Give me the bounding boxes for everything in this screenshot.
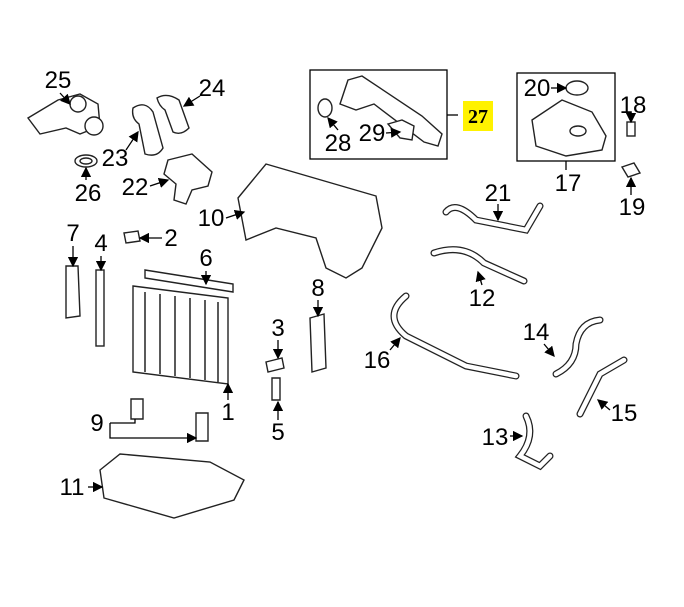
callout-17[interactable]: 17 [555, 170, 582, 197]
part-11-air-deflector[interactable] [99, 453, 245, 519]
part-14-hose[interactable] [552, 316, 604, 378]
part-22-outlet[interactable] [163, 153, 213, 205]
callout-6[interactable]: 6 [199, 245, 212, 272]
callout-26[interactable]: 26 [75, 180, 102, 207]
callout-labels: 25 24 23 26 22 2 10 7 4 6 8 3 5 1 9 11 2… [45, 67, 647, 501]
callout-3[interactable]: 3 [271, 315, 284, 342]
part-13-hose[interactable] [514, 412, 554, 471]
part-23-hose[interactable] [131, 104, 164, 156]
svg-text:27: 27 [468, 106, 488, 128]
part-26-seal[interactable] [74, 154, 98, 168]
part-16-hose[interactable] [390, 292, 520, 380]
part-28-cap[interactable] [317, 98, 333, 118]
callout-9[interactable]: 9 [90, 410, 103, 437]
part-4-seal[interactable] [95, 269, 105, 347]
part-12-hose[interactable] [430, 246, 528, 285]
part-21-hose[interactable] [442, 202, 544, 234]
callout-22[interactable]: 22 [122, 174, 149, 201]
callout-5[interactable]: 5 [271, 419, 284, 446]
callout-13[interactable]: 13 [482, 424, 509, 451]
part-7-seal[interactable] [65, 265, 81, 319]
callout-23[interactable]: 23 [102, 145, 129, 172]
part-2-bracket[interactable] [123, 230, 141, 244]
callout-27-highlight[interactable]: 27 [463, 101, 493, 131]
part-27-pipe[interactable] [339, 75, 443, 147]
callout-7[interactable]: 7 [66, 220, 79, 247]
part-1-radiator[interactable] [132, 285, 229, 385]
callout-16[interactable]: 16 [364, 347, 391, 374]
callout-29[interactable]: 29 [359, 120, 386, 147]
part-10-support[interactable] [237, 163, 383, 279]
part-24-hose[interactable] [156, 94, 190, 135]
callout-2[interactable]: 2 [164, 225, 177, 252]
part-19-clip[interactable] [620, 162, 642, 178]
callout-10[interactable]: 10 [198, 205, 225, 232]
callout-12[interactable]: 12 [469, 285, 496, 312]
part-17-reservoir[interactable] [531, 99, 607, 157]
callout-19[interactable]: 19 [619, 194, 646, 221]
callout-24[interactable]: 24 [199, 75, 226, 102]
callout-15[interactable]: 15 [611, 400, 638, 427]
callout-4[interactable]: 4 [94, 230, 107, 257]
callout-1[interactable]: 1 [221, 399, 234, 426]
leader-lines [59, 82, 637, 493]
callout-11[interactable]: 11 [60, 474, 85, 501]
callout-21[interactable]: 21 [485, 180, 512, 207]
part-9-brackets[interactable] [130, 398, 209, 442]
callout-8[interactable]: 8 [311, 275, 324, 302]
part-5-sensor[interactable] [271, 377, 281, 401]
part-3-bracket[interactable] [265, 357, 285, 373]
part-8-deflector[interactable] [309, 313, 327, 373]
part-18-bolt[interactable] [626, 121, 636, 137]
callout-14[interactable]: 14 [523, 319, 550, 346]
part-25-thermostat-housing[interactable] [26, 93, 104, 136]
callout-28[interactable]: 28 [325, 130, 352, 157]
callout-25[interactable]: 25 [45, 67, 72, 94]
callout-20[interactable]: 20 [524, 75, 551, 102]
part-20-cap[interactable] [565, 80, 589, 96]
part-15-hose[interactable] [576, 356, 628, 418]
callout-18[interactable]: 18 [620, 92, 647, 119]
